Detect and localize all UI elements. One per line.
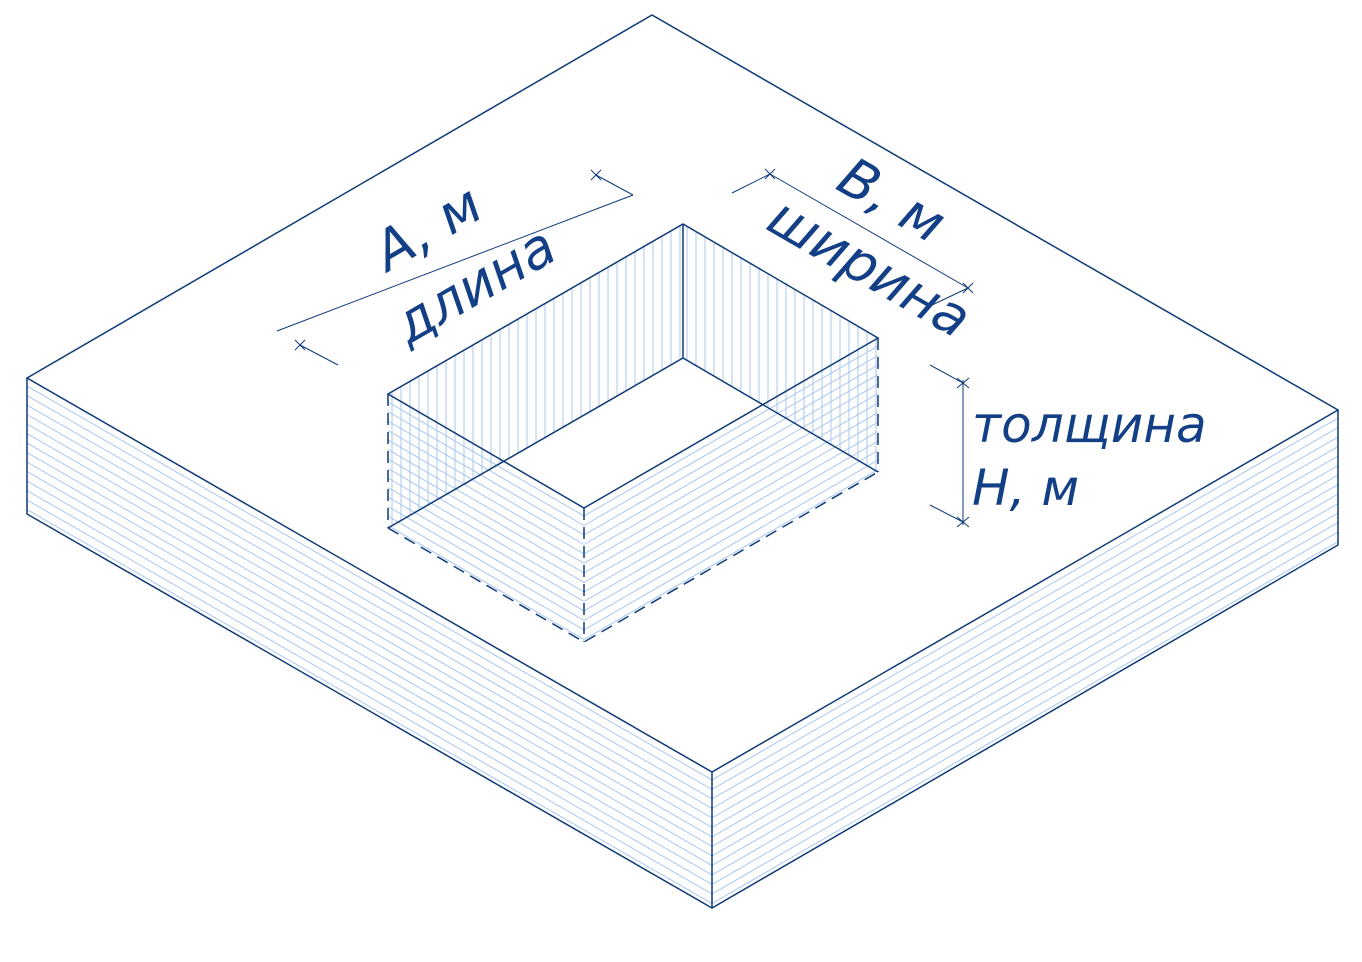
hatch-line [388,496,584,612]
thickness-value-label: H, м [972,459,1079,517]
hatch-line [584,402,878,574]
hatch-line [27,452,712,847]
hatch-line [388,487,584,602]
hatch-line [584,450,878,621]
opening-front-left-hatch [388,401,584,642]
hatch-line [712,503,1338,866]
hatch-line [712,417,1338,781]
hatch-line [712,474,1338,838]
hatch-line [712,446,1338,809]
hatch-line [584,421,878,593]
hatch-line [584,440,878,612]
hatch-line [584,374,878,545]
hatch-line [27,480,712,876]
hatch-line [712,493,1338,857]
slab-front-right-hatch [712,417,1338,908]
dimension-thickness [929,364,970,528]
hatch-line [388,525,584,640]
hatch-line [27,509,712,904]
hatch-line [27,461,712,857]
hatch-line [584,431,878,602]
hatch-line [712,531,1338,895]
hatch-line [27,414,712,809]
hatch-line [27,471,712,866]
hatch-line [27,490,712,885]
hatch-line [27,499,712,895]
hatch-line [27,423,712,819]
hatch-line [712,484,1338,847]
hatch-line [388,506,584,621]
hatch-line [712,512,1338,876]
dimension-length [276,169,634,366]
hatch-line [712,522,1338,885]
hatch-line [388,515,584,631]
hatch-line [388,458,584,574]
hatch-line [712,436,1338,800]
hatch-line [712,541,1338,904]
hatch-line [388,439,584,555]
hatch-line [388,411,584,526]
hatch-line [712,427,1338,790]
hatch-line [27,433,712,828]
hatch-line [27,395,712,790]
hatch-line [712,465,1338,828]
hatch-line [388,468,584,583]
hatch-line [584,383,878,555]
hatch-line [584,412,878,583]
hatch-line [584,469,878,640]
hatch-line [584,345,878,517]
hatch-line [584,355,878,526]
hatch-line [27,385,712,781]
slab-outline [26,378,1339,909]
thickness-name-label: толщина [972,396,1207,454]
dimension-width [731,168,974,307]
hatch-line [584,364,878,536]
opening-front-right-hatch [584,345,878,642]
hatch-line [712,455,1338,819]
hatch-line [388,420,584,536]
hatch-line [27,442,712,838]
hatch-line [584,393,878,564]
hatch-line [388,430,584,545]
hatch-line [584,459,878,631]
opening-hidden-edges [387,338,879,643]
hatch-line [388,477,584,593]
hatch-line [388,401,584,517]
hatch-line [27,404,712,800]
hatch-line [388,449,584,564]
